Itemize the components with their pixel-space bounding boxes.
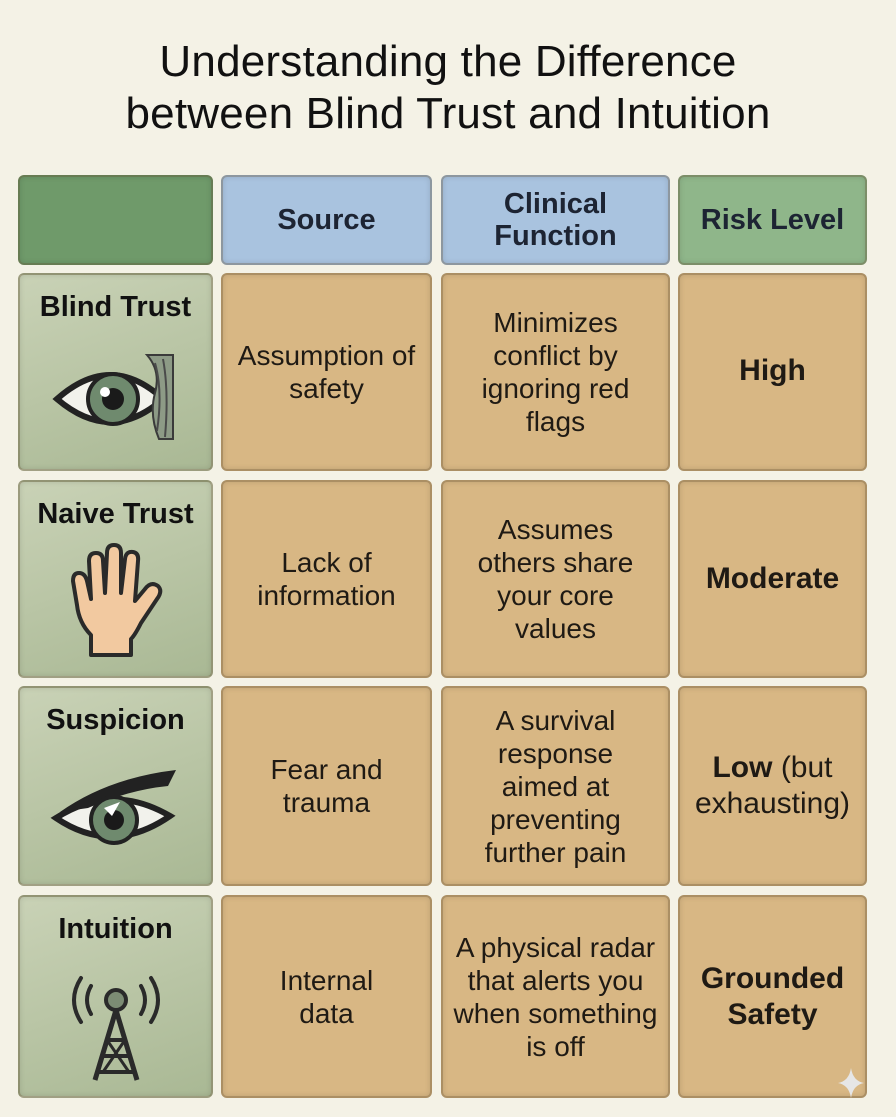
header-risk-cell: Risk Level <box>678 175 867 265</box>
page-title: Understanding the Difference between Bli… <box>0 36 896 140</box>
row-label-suspicion: Suspicion <box>18 686 213 886</box>
header-source-label: Source <box>277 204 376 236</box>
source-cell-naive-trust: Lack of information <box>221 480 432 678</box>
risk-level: High <box>739 354 806 387</box>
risk-level: Grounded Safety <box>700 961 845 1031</box>
header-function-cell: Clinical Function <box>441 175 670 265</box>
radar-tower-icon <box>71 975 160 1081</box>
risk-cell-blind-trust: High <box>678 273 867 471</box>
risk-cell-intuition: Grounded Safety <box>678 895 867 1098</box>
risk-text: High <box>733 353 812 389</box>
function-cell-naive-trust: Assumes others share your core values <box>441 480 670 678</box>
risk-text: Grounded Safety <box>680 961 865 1033</box>
header-source-cell: Source <box>221 175 432 265</box>
header-function-label: Clinical Function <box>494 188 617 252</box>
source-text: Internal data <box>279 964 374 1029</box>
risk-cell-suspicion: Low (but exhausting) <box>678 686 867 886</box>
row-label-naive-trust: Naive Trust <box>18 480 213 678</box>
row-label-text: Intuition <box>58 913 173 945</box>
function-text: Assumes others share your core values <box>477 514 634 644</box>
source-text: Fear and trauma <box>270 754 383 818</box>
source-cell-suspicion: Fear and trauma <box>221 686 432 886</box>
row-label-text: Blind Trust <box>39 291 192 323</box>
risk-cell-naive-trust: Moderate <box>678 480 867 678</box>
source-cell-blind-trust: Assumption of safety <box>221 273 432 471</box>
eye-curtain-icon <box>51 354 174 440</box>
sparkle-icon <box>838 1068 864 1098</box>
risk-level: Low <box>712 751 773 784</box>
title-line-1: Understanding the Difference <box>159 37 737 86</box>
function-cell-intuition: A physical radar that alerts you when so… <box>441 895 670 1098</box>
header-blank-cell <box>18 175 213 265</box>
source-text: Assumption of safety <box>237 340 416 404</box>
row-label-text: Suspicion <box>46 704 185 736</box>
function-text: A physical radar that alerts you when so… <box>453 931 658 1062</box>
risk-note: (but exhausting) <box>694 751 851 820</box>
row-label-blind-trust: Blind Trust <box>18 273 213 471</box>
risk-level: Moderate <box>705 562 840 595</box>
open-hand-icon <box>70 543 162 657</box>
source-cell-intuition: Internal data <box>221 895 432 1098</box>
function-text: A survival response aimed at preventing … <box>484 704 627 868</box>
function-cell-blind-trust: Minimizes conflict by ignoring red flags <box>441 273 670 471</box>
function-cell-suspicion: A survival response aimed at preventing … <box>441 686 670 886</box>
row-label-text: Naive Trust <box>37 498 194 530</box>
risk-text: Moderate <box>700 561 845 597</box>
header-risk-label: Risk Level <box>700 204 845 236</box>
row-label-intuition: Intuition <box>18 895 213 1098</box>
function-text: Minimizes conflict by ignoring red flags <box>481 307 630 437</box>
source-text: Lack of information <box>257 547 396 611</box>
narrowed-eye-icon <box>50 770 176 845</box>
risk-text: Low (but exhausting) <box>680 750 865 822</box>
title-line-2: between Blind Trust and Intuition <box>125 89 771 138</box>
